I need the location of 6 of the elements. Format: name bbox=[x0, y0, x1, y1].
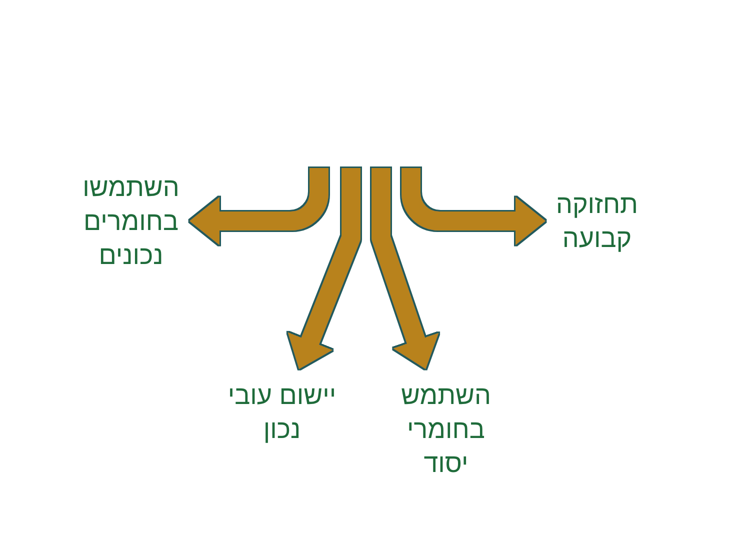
label-text: יישום עובי נכון bbox=[226, 378, 338, 446]
label-text: השתמשו בחומרים נכונים bbox=[82, 170, 180, 272]
label-text: תחזוקה קבועה bbox=[554, 187, 640, 255]
label-text: השתמש בחומרי יסוד bbox=[400, 378, 492, 480]
arrow bbox=[190, 168, 328, 245]
arrow bbox=[402, 168, 546, 245]
